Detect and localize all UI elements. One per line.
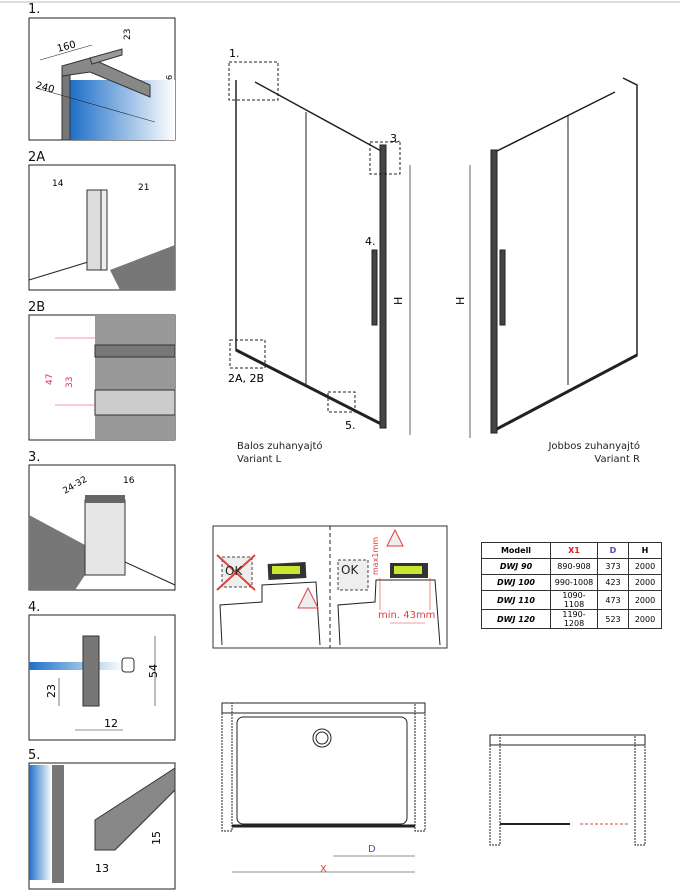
cell: 473 [597, 590, 629, 610]
dimension-label: 23 [45, 684, 58, 698]
dimension-label: 54 [147, 664, 160, 678]
dimension-label: 160 [56, 39, 77, 55]
min-43mm-label: min. 43mm [378, 610, 435, 621]
detail-2b-label: 2B [28, 300, 46, 315]
cell: DWJ 90 [481, 558, 551, 575]
plan-x-label: X [320, 864, 327, 875]
cell: 2000 [628, 558, 662, 575]
variant-r-drawing [469, 77, 638, 438]
cell: 2000 [628, 609, 662, 629]
height-label-right: H [454, 297, 467, 305]
cell: 890-908 [550, 558, 598, 575]
cell: 423 [597, 574, 629, 591]
variant-l-title: Balos zuhanyajtó [237, 441, 323, 452]
cell: 2000 [628, 590, 662, 610]
detail-2a-label: 2A [28, 150, 46, 165]
detail-2a-drawing: 14 21 [28, 164, 176, 291]
cell: 990-1008 [550, 574, 598, 591]
callout-4: 4. [365, 235, 376, 248]
header-d: D [597, 542, 629, 559]
plan-d-label: D [368, 844, 376, 855]
detail-4-drawing: 54 23 12 [28, 614, 176, 741]
dimension-label: 6 [165, 75, 174, 80]
dimension-label: 21 [138, 183, 149, 193]
dimension-label: 33 [65, 377, 75, 388]
callout-3: 3. [390, 132, 401, 145]
detail-1-label: 1. [28, 2, 41, 17]
detail-5-drawing: 15 13 [28, 762, 176, 890]
variant-l-drawing [228, 61, 411, 435]
variant-r-caption: Jobbos zuhanyajtó Variant R [540, 440, 640, 466]
cell: 1090-1108 [550, 590, 598, 610]
max-1mm-label: max1mm [371, 537, 380, 575]
header-modell: Modell [481, 542, 551, 559]
detail-4-label: 4. [28, 600, 41, 615]
callout-2a-2b: 2A, 2B [228, 372, 264, 385]
ok-label: OK [341, 563, 359, 577]
callout-5: 5. [345, 419, 356, 432]
dimension-label: 47 [45, 374, 55, 385]
cell: 1190-1208 [550, 609, 598, 629]
detail-3-drawing: 24-32 16 [28, 464, 176, 591]
variant-r-subtitle: Variant R [594, 454, 640, 465]
dimension-label: 23 [123, 29, 133, 40]
cell: 2000 [628, 574, 662, 591]
cell: 373 [597, 558, 629, 575]
dimension-label: 13 [95, 862, 109, 875]
dimension-label: 12 [104, 717, 118, 730]
header-h: H [628, 542, 662, 559]
variant-l-subtitle: Variant L [237, 454, 282, 465]
cell: DWJ 120 [481, 609, 551, 629]
variant-r-title: Jobbos zuhanyajtó [548, 441, 640, 452]
variant-l-caption: Balos zuhanyajtó Variant L [237, 440, 323, 466]
cell: DWJ 110 [481, 590, 551, 610]
detail-2b-drawing: 47 33 [28, 314, 176, 441]
detail-5-label: 5. [28, 748, 41, 763]
dimension-label: 240 [34, 80, 55, 96]
ok-label-crossed: OK [225, 564, 243, 578]
dimension-label: 16 [123, 476, 135, 486]
header-x1: X1 [550, 542, 598, 559]
plan-view [221, 702, 646, 873]
cell: 523 [597, 609, 629, 629]
callout-1: 1. [229, 47, 240, 60]
level-requirement-panel [212, 525, 448, 649]
detail-3-label: 3. [28, 450, 41, 465]
cell: DWJ 100 [481, 574, 551, 591]
dimension-label: 14 [52, 179, 64, 189]
height-label-left: H [392, 297, 405, 305]
dimension-label: 15 [150, 831, 163, 845]
detail-1-drawing: 160 23 240 6 [28, 17, 176, 141]
